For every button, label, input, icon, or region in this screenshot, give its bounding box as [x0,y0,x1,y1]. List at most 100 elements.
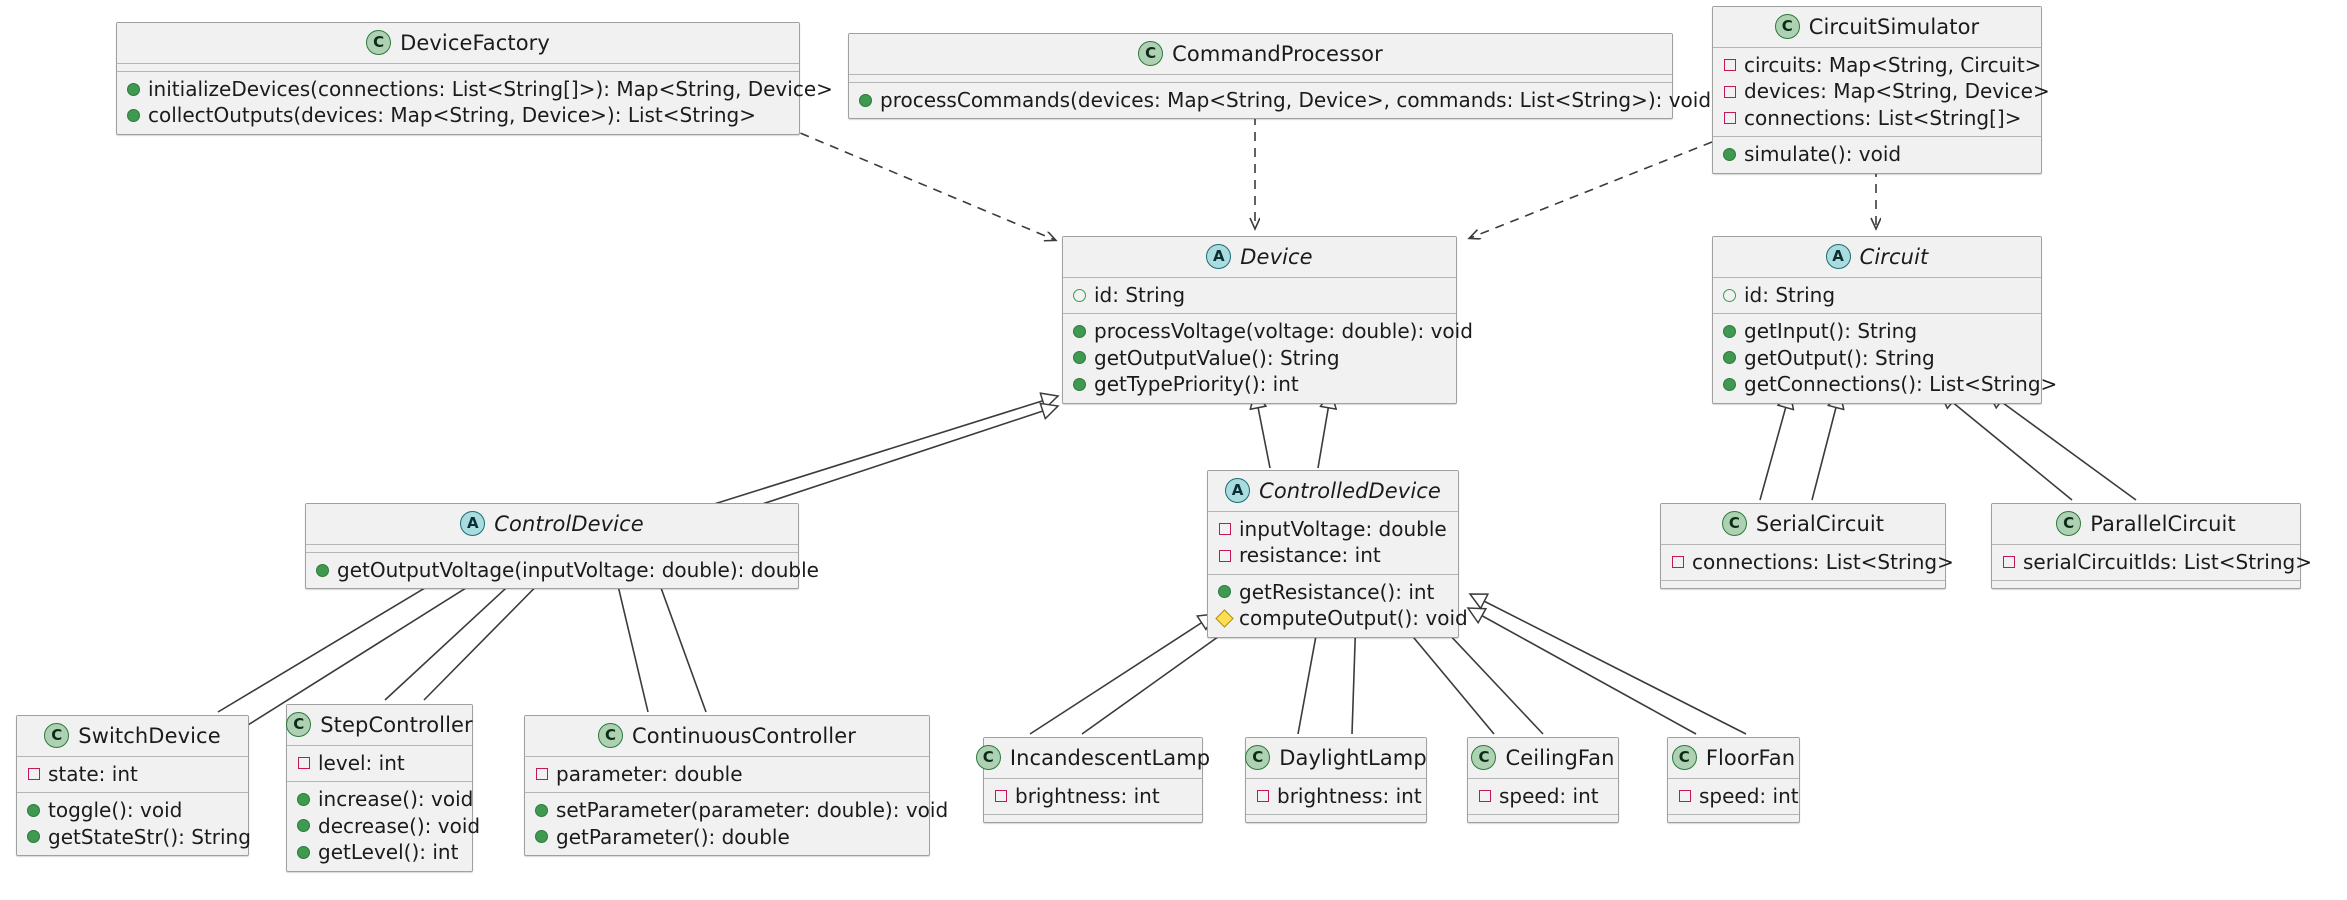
method-label: getResistance(): int [1239,579,1435,604]
class-stereotype-icon: C [1138,41,1164,66]
field-row: inputVoltage: double [1208,516,1458,542]
method-row: getInput(): String [1713,318,2041,344]
public-visibility-icon [1218,585,1231,599]
method-compartment [1246,815,1426,822]
field-label: connections: List<String[]> [1744,105,2022,130]
class-name: ContinuousController [632,723,856,748]
private-visibility-icon [995,790,1007,803]
field-label: inputVoltage: double [1239,517,1447,541]
class-name: CommandProcessor [1172,41,1383,66]
method-label: computeOutput(): void [1239,606,1468,631]
method-row: simulate(): void [1713,141,2041,167]
field-compartment: brightness: int [984,779,1202,816]
private-visibility-icon [1257,790,1269,803]
field-compartment [117,64,799,72]
private-visibility-icon [1672,556,1684,569]
method-row: getTypePriority(): int [1063,371,1456,397]
class-name: ControlledDevice [1259,478,1441,503]
field-row: serialCircuitIds: List<String> [1992,549,2312,575]
field-label: circuits: Map<String, Circuit> [1744,53,2042,77]
public-visibility-icon [127,82,140,96]
class-stereotype-icon: C [1245,745,1271,770]
class-box-command-processor[interactable]: C CommandProcessor processCommands(devices… [848,33,1711,120]
method-label: getInput(): String [1744,319,1918,344]
field-compartment: connections: List<String> [1661,545,1954,582]
private-visibility-icon [1219,523,1231,536]
class-header: C CommandProcessor [849,34,1672,75]
method-label: processVoltage(voltage: double): void [1094,319,1473,344]
private-visibility-icon [1679,790,1691,803]
class-stereotype-icon: C [1721,511,1747,536]
method-label: processCommands(devices: Map<String, Dev… [880,88,1712,112]
method-compartment [1661,581,1945,588]
class-stereotype-icon: C [286,712,312,737]
field-row: resistance: int [1208,542,1458,568]
floorfan-to-controlleddevice-a [1468,608,1697,735]
abstract-stereotype-icon: A [1206,244,1232,269]
method-row: getResistance(): int [1208,579,1458,605]
method-compartment: initializeDevices(connections: List<Stri… [117,72,833,134]
field-compartment: speed: int [1668,779,1799,816]
private-visibility-icon [1219,549,1231,562]
public-visibility-icon [1723,351,1736,365]
field-row: connections: List<String> [1661,549,1954,575]
method-row: initializeDevices(connections: List<Stri… [117,76,833,102]
parallelcircuit-to-circuit-b [1988,392,2137,501]
method-row: collectOutputs(devices: Map<String, Devi… [117,102,799,128]
field-compartment: state: int [17,757,248,794]
method-label: getLevel(): int [318,840,459,865]
class-box-step-controller[interactable]: C StepController level: int increase(): voi… [286,704,480,872]
field-compartment: parameter: double [525,757,929,794]
method-compartment [1992,581,2300,588]
method-label: simulate(): void [1744,142,1902,167]
method-compartment [1468,815,1618,822]
class-stereotype-icon: C [1774,14,1800,39]
method-label: decrease(): void [318,813,481,838]
class-name: StepController [320,712,473,737]
class-name: CeilingFan [1505,745,1615,770]
public-visibility-icon [297,845,310,859]
field-label: state: int [48,762,138,786]
method-row: processVoltage(voltage: double): void [1063,318,1473,344]
field-label: brightness: int [1015,784,1160,808]
field-compartment: serialCircuitIds: List<String> [1992,545,2312,582]
method-row: decrease(): void [287,813,480,839]
method-compartment: processVoltage(voltage: double): void get… [1063,314,1473,402]
public-visibility-icon [316,563,329,577]
field-label: speed: int [1499,784,1599,808]
field-label: connections: List<String> [1692,550,1954,574]
method-label: setParameter(parameter: double): void [556,798,949,823]
public-visibility-icon [1723,325,1736,339]
field-compartment: id: String [1713,278,2041,315]
field-label: brightness: int [1277,784,1422,808]
field-label: id: String [1094,283,1186,307]
field-label: level: int [318,751,405,775]
field-row: connections: List<String[]> [1713,105,2041,131]
method-row: setParameter(parameter: double): void [525,797,948,823]
public-visibility-icon [859,93,872,107]
public-visibility-icon [297,819,310,833]
